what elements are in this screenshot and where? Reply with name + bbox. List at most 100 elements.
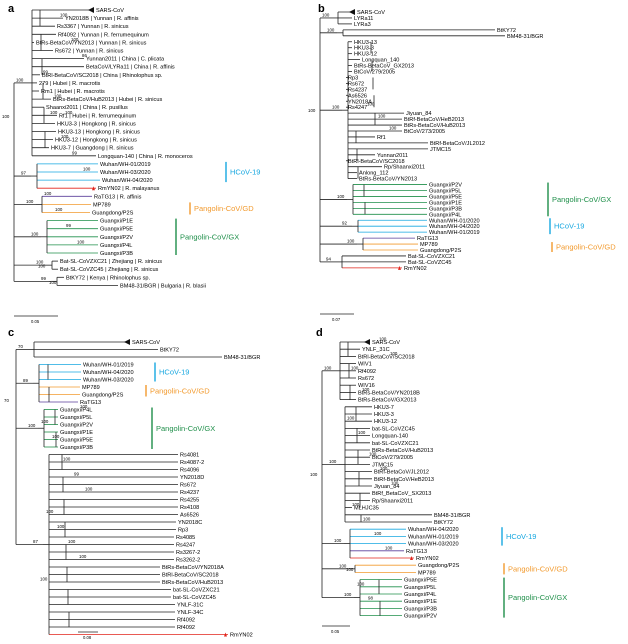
leaf-label: BtRl-BetaCoV/SC2018 [358, 354, 415, 360]
leaf-label: Rs672 [348, 81, 364, 87]
leaf-label: BM48-31/BGR [224, 355, 260, 361]
leaf-label: Wuhan/WH-01/2020 [429, 218, 480, 224]
leaf-label: BtRs-BetaCoV/YN2013 | Yunnan | R. sinicu… [36, 40, 147, 46]
bootstrap-value: 100 [329, 459, 337, 464]
leaf-label: Guangxi/P5E [404, 578, 437, 584]
leaf-label: Guangxi/P1E [429, 200, 462, 206]
leaf-label: JTMC15 [430, 147, 451, 153]
bootstrap-value: 100 [327, 27, 335, 32]
leaf-label: BtRs-BetaCoV/GX2013 [358, 398, 416, 404]
bootstrap-value: 100 [310, 472, 318, 477]
bootstrap-value: 100 [347, 239, 355, 244]
collapsed-clade-icon [88, 7, 94, 13]
leaf-label: Longquan-140 [372, 434, 408, 440]
leaf-label: Guangdong/P2S [418, 563, 460, 569]
leaf-label: Guangxi/P5L [404, 585, 436, 591]
leaf-label: Rs4081 [180, 453, 199, 459]
leaf-label: Wuhan/WH-04/2020 [102, 178, 153, 184]
leaf-label: Guangxi/P1E [60, 430, 93, 436]
bootstrap-value: 100 [391, 481, 399, 486]
collapsed-clade-icon [349, 9, 355, 15]
leaf-label: Rs672 | Yunnan | R. sinicus [55, 49, 124, 55]
bootstrap-value: 100 [352, 502, 360, 507]
leaf-label: Guangxi/P1E [100, 219, 133, 225]
panel-letter: c [8, 327, 14, 339]
bootstrap-value: 86 [82, 53, 87, 58]
clade-label: Pangolin-CoV/GX [552, 195, 611, 204]
leaf-label: BtKY72 | Kenya | Rhinolophus sp. [66, 275, 151, 281]
leaf-label: Guangxi/P3B [429, 206, 462, 212]
collapsed-clade-icon [124, 339, 130, 345]
leaf-label: BtRl-BetaCoV/SC2018 [162, 573, 219, 579]
leaf-label: BtRf-BetaCoV/HeB2013 [404, 117, 464, 123]
leaf-label: Guangxi/P5E [100, 227, 133, 233]
leaf-label: Rf1 [377, 135, 386, 141]
bootstrap-value: 100 [358, 430, 366, 435]
leaf-label: BtRf-BetaCoV/JL2012 [374, 470, 429, 476]
leaf-label: JTMC15 [372, 462, 393, 468]
bootstrap-value: 100 [308, 108, 316, 113]
bootstrap-value: 100 [80, 404, 88, 409]
bootstrap-value: 100 [83, 167, 91, 172]
leaf-label: Rs4247 [348, 105, 367, 111]
leaf-label: BM48-31/BGR [507, 34, 543, 40]
leaf-label: Longquan_140 [362, 58, 399, 64]
leaf-label: HKU3-12 [354, 52, 377, 58]
clade-label: HCoV-19 [159, 368, 189, 377]
leaf-label: HKU3-13 [354, 40, 377, 46]
leaf-label: BtRs-BetaCoV/HuB2013 | Hubei | R. sinicu… [53, 97, 162, 103]
leaf-label: BtRs-BetaCoV/HuB2013 [372, 448, 433, 454]
clade-label: HCoV-19 [230, 168, 260, 177]
leaf-label: BtRf_BetaCoV_SX2013 [372, 491, 431, 497]
leaf-label: Rs4087-2 [180, 460, 204, 466]
bootstrap-value: 100 [324, 365, 332, 370]
leaf-label: RmYN02 [416, 556, 439, 562]
leaf-label: Bat-SL-CoVZXC21 | Zhejiang | R. sinicus [60, 259, 162, 265]
leaf-label: bat-SL-CoVZXC21 [372, 441, 419, 447]
leaf-label: Bat-SL-CoVZC45 | Zhejiang | R. sinicus [60, 267, 159, 273]
leaf-label: RaTG13 [406, 549, 427, 555]
bootstrap-value: 100 [16, 77, 24, 82]
panel-letter: d [316, 327, 323, 339]
bootstrap-value: 100 [385, 545, 393, 550]
leaf-label: BtRs-BetaCoV/HuB2013 [404, 123, 465, 129]
leaf-label: Guangxi/P5L [429, 189, 461, 195]
bootstrap-value: 100 [26, 199, 34, 204]
bootstrap-value: 89 [23, 378, 28, 383]
leaf-label: SARS-CoV [96, 8, 124, 14]
leaf-label: Jiyuan_84 [374, 484, 400, 490]
bootstrap-value: 100 [55, 207, 63, 212]
bootstrap-value: 100 [71, 37, 79, 42]
leaf-label: As6526 [180, 513, 199, 519]
leaf-label: Rp/Shaanxi2011 [384, 165, 425, 171]
leaf-label: Rm1 | Hubei | R. macrotis [41, 89, 105, 95]
leaf-label: Rf1 | Hubei | R. ferrumequinum [59, 113, 137, 119]
bootstrap-value: 100 [362, 387, 370, 392]
scale-bar-label: 0.07 [332, 317, 341, 322]
bootstrap-value: 97 [21, 171, 26, 176]
bootstrap-value: 99 [74, 472, 79, 477]
bootstrap-value: 100 [389, 126, 397, 131]
bootstrap-value: 100 [332, 105, 340, 110]
bootstrap-value: 100 [374, 531, 382, 536]
leaf-label: BtRf-BetaCoV/JL2012 [430, 141, 485, 147]
leaf-label: SARS-CoV [372, 340, 400, 346]
leaf-label: Rs672 [180, 483, 196, 489]
tree-panel-d: dSARS-CoVYNLF_31CBtRl-BetaCoV/SC2018WIV1… [310, 327, 568, 634]
leaf-label: Wuhan/WH-03/2020 [100, 170, 151, 176]
leaf-label: Anlong_112 [359, 171, 388, 177]
leaf-label: BM48-31/BGR | Bulgaria | R. blasii [120, 283, 206, 289]
leaf-label: BetaCoV/LYRa11 | China | R. affinis [86, 65, 175, 71]
leaf-label: Guangxi/P1E [404, 599, 437, 605]
leaf-label: HKU3-12 [374, 419, 397, 425]
leaf-label: Rp3 [178, 528, 188, 534]
leaf-label: HKU3-13 | Hongkong | R. sinicus [58, 130, 140, 136]
leaf-label: RaTG13 [80, 400, 101, 406]
leaf-label: MP789 [420, 242, 438, 248]
leaf-label: Rs4237 [180, 490, 199, 496]
leaf-label: bat-SL-CoVZC45 [372, 426, 415, 432]
bootstrap-value: 100 [380, 466, 388, 471]
leaf-label: Guangxi/P2V [404, 614, 437, 620]
highlight-triangle-icon [398, 265, 401, 270]
